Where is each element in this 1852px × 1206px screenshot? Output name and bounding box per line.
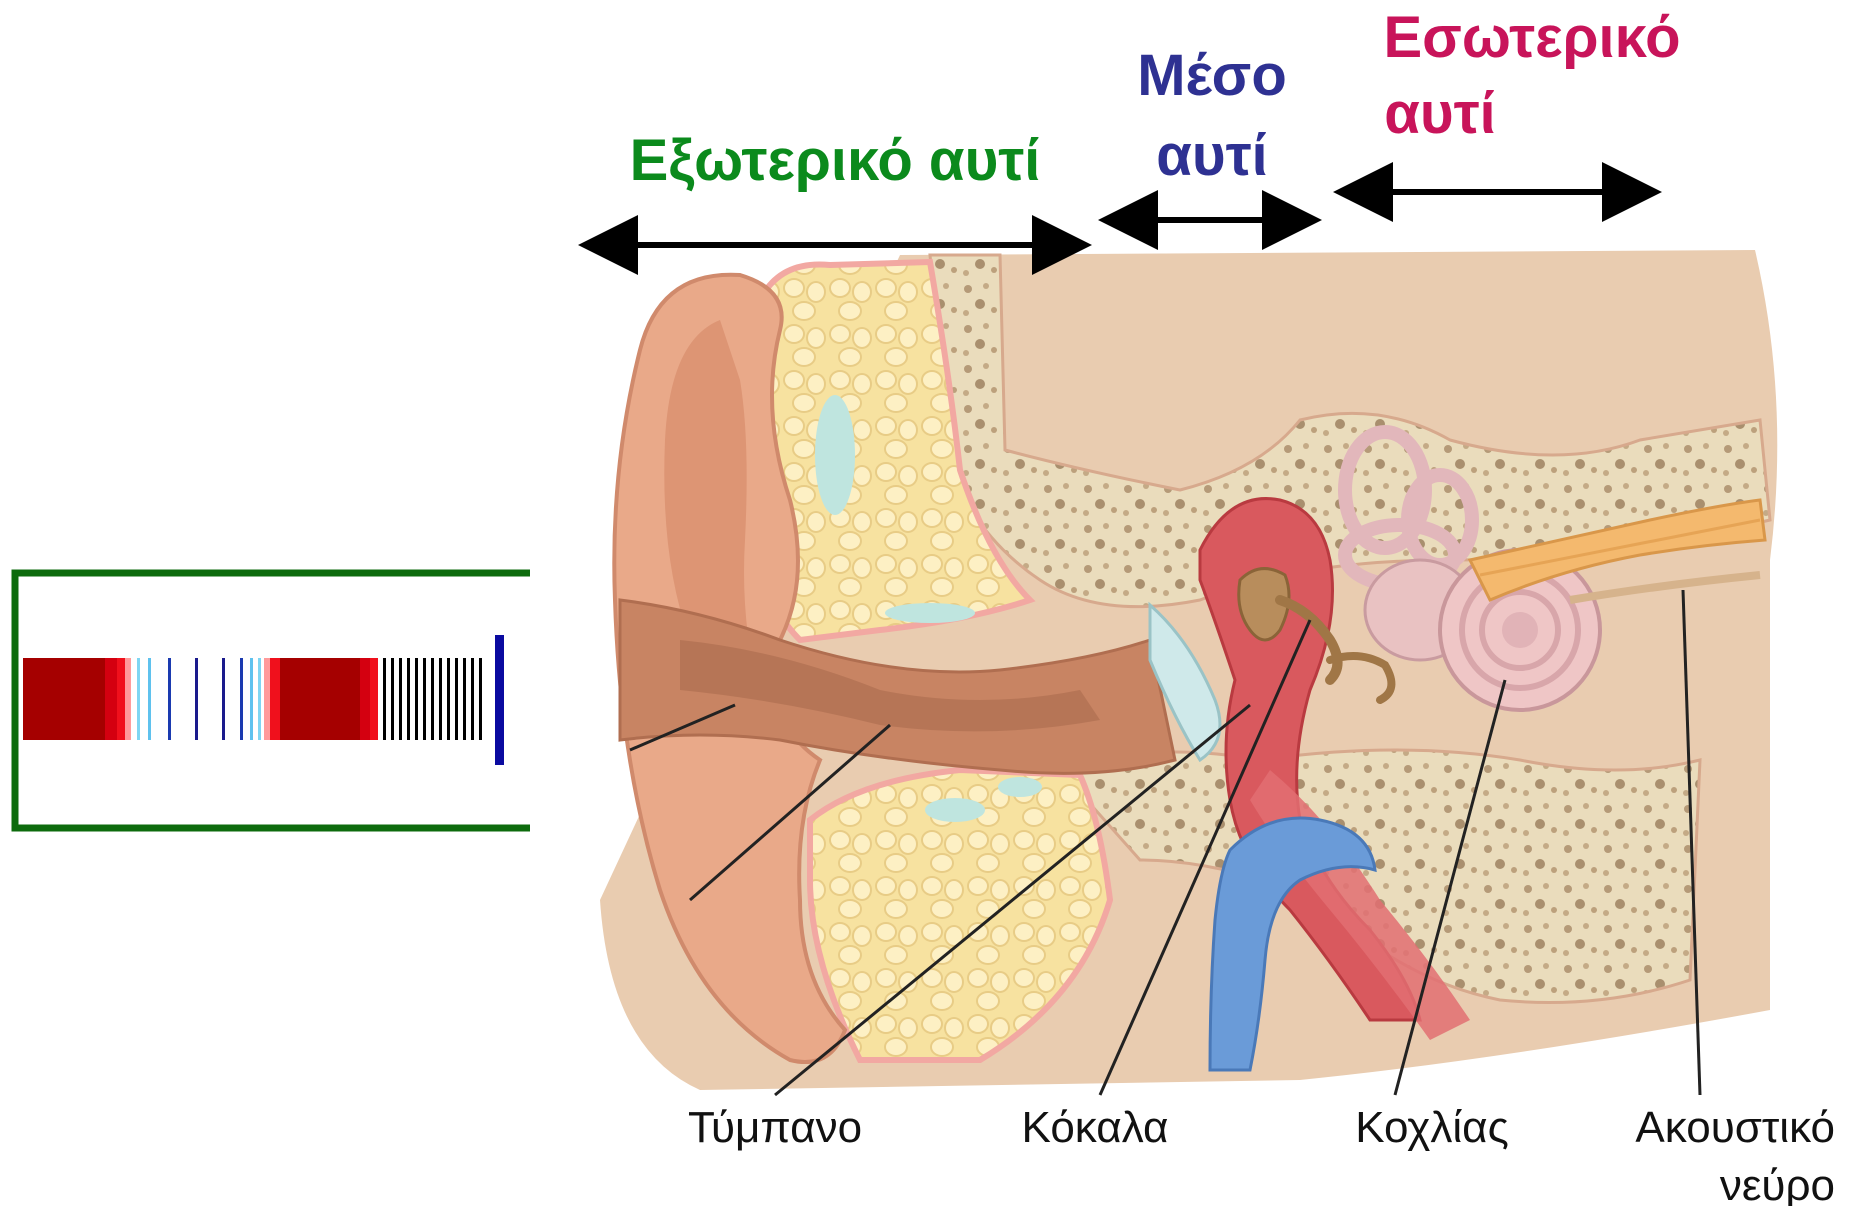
wave-line-navy-1 (195, 658, 198, 740)
label-eardrum: Τύμπανο (688, 1103, 862, 1152)
wave-band-brightred-2 (270, 658, 280, 740)
wave-line-lightblue-2 (148, 658, 151, 740)
wave-band-brightred-1 (117, 658, 125, 740)
wave-band-brightred-3 (370, 658, 378, 740)
wave-band-red-2 (360, 658, 370, 740)
wave-band-dark-1 (23, 658, 113, 740)
middle-ear-title-line1: Μέσο (1137, 43, 1287, 108)
wave-line-blue-1 (168, 658, 171, 740)
wave-line-lightblue-4 (258, 658, 261, 740)
wave-line-lightblue-1 (137, 658, 140, 740)
gland-mid (885, 603, 975, 623)
inner-ear-title-line1: Εσωτερικό (1384, 5, 1681, 70)
inner-ear-title-line2: αυτί (1384, 81, 1495, 146)
label-cochlea: Κοχλίας (1355, 1103, 1509, 1152)
label-bones: Κόκαλα (1022, 1103, 1169, 1152)
wave-black-lines (383, 658, 482, 740)
label-nerve-line1: Ακουστικό (1635, 1103, 1835, 1152)
gland-upper (815, 395, 855, 515)
gland-lower (998, 777, 1042, 797)
label-nerve-line2: νεύρο (1720, 1161, 1835, 1206)
wave-band-red-1 (105, 658, 117, 740)
middle-ear-title-line2: αυτί (1156, 123, 1267, 188)
gland-lower2 (925, 798, 985, 822)
wave-band-dark-2 (280, 658, 360, 740)
wave-line-lightblue-3 (250, 658, 253, 740)
wave-band-pink-1 (125, 658, 131, 740)
wave-line-blue-2 (240, 658, 243, 740)
wave-band-pink-2 (264, 658, 270, 740)
sound-wave-box (15, 573, 530, 828)
wave-end-marker (495, 635, 504, 765)
outer-ear-title: Εξωτερικό αυτί (630, 128, 1041, 193)
ear-illustration (600, 250, 1777, 1090)
wave-line-navy-2 (222, 658, 225, 740)
